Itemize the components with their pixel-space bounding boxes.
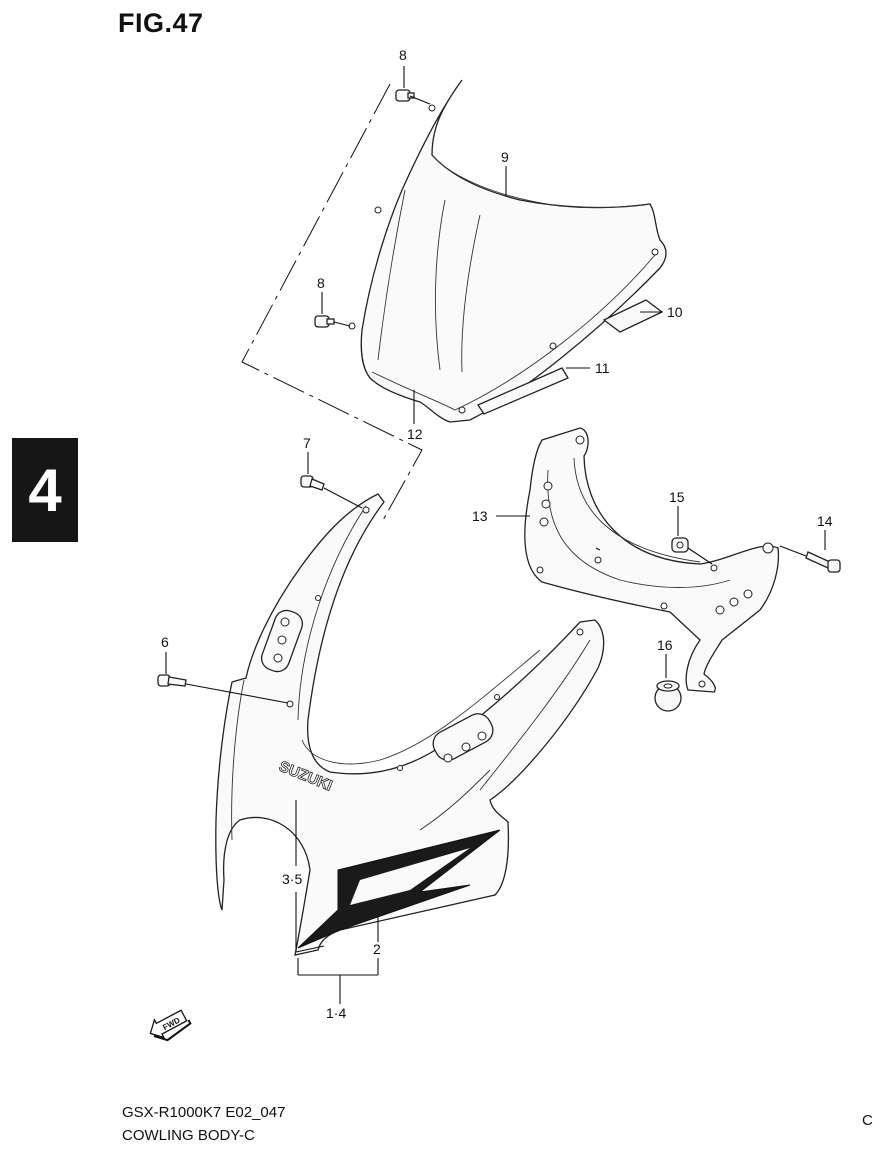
model-code: GSX-R1000K7 E02_047: [122, 1104, 286, 1121]
callout-15: 15: [669, 489, 685, 505]
cowling-brace[interactable]: [524, 427, 780, 693]
fwd-arrow-icon: FWD: [149, 1009, 192, 1042]
screw-6[interactable]: [157, 674, 187, 687]
grommet-16[interactable]: [654, 680, 682, 712]
leader-lines: [165, 66, 826, 1004]
callout-13: 13: [472, 508, 488, 524]
callout-16: 16: [657, 637, 673, 653]
callout-1-4: 1·4: [326, 1005, 346, 1021]
callout-3-5: 3·5: [282, 871, 302, 887]
nut-15[interactable]: [671, 537, 689, 553]
figure-title: FIG.47: [118, 8, 204, 38]
screw-8-mid[interactable]: [314, 315, 335, 328]
screw-8-top[interactable]: [395, 89, 415, 102]
callout-12: 12: [407, 426, 423, 442]
callout-9: 9: [501, 149, 509, 165]
diagram-name: COWLING BODY-C: [122, 1127, 255, 1144]
callout-14: 14: [817, 513, 833, 529]
callout-10: 10: [667, 304, 683, 320]
screw-7[interactable]: [300, 475, 325, 491]
windscreen[interactable]: [348, 79, 667, 423]
callout-2: 2: [373, 941, 381, 957]
bolt-14[interactable]: [805, 551, 841, 573]
callout-8-top: 8: [399, 47, 407, 63]
windscreen-group-outline: [241, 83, 423, 523]
callout-7: 7: [303, 435, 311, 451]
cowling-body[interactable]: [215, 493, 605, 956]
callout-6: 6: [161, 634, 169, 650]
callout-11: 11: [595, 360, 610, 376]
callout-8-mid: 8: [317, 275, 325, 291]
seal-11[interactable]: [477, 367, 569, 415]
section-tab[interactable]: 4: [12, 438, 78, 542]
edge-mark: C: [862, 1112, 873, 1129]
